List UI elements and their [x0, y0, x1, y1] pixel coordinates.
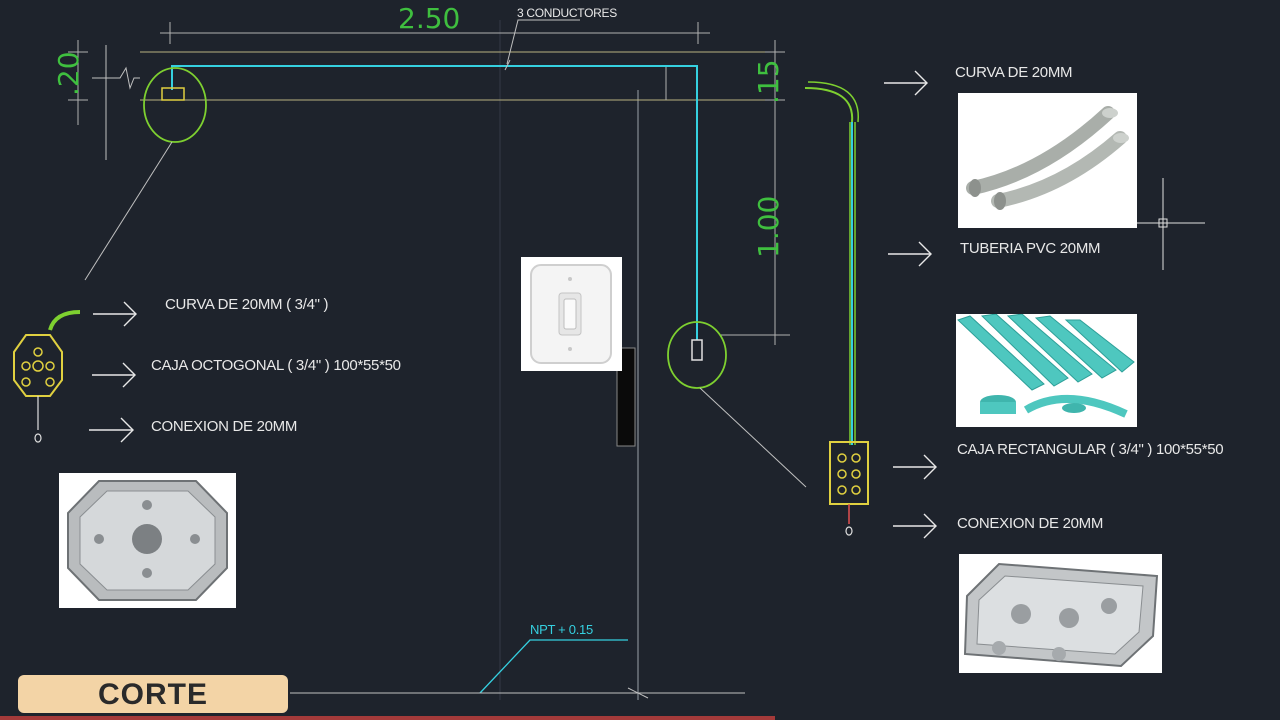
tuberia-photo	[956, 314, 1137, 427]
left-legend-conexion: CONEXION DE 20MM	[151, 418, 298, 435]
arrow-icon	[93, 301, 137, 327]
switch-box-callout	[667, 321, 727, 389]
right-legend-conexion: CONEXION DE 20MM	[957, 515, 1104, 532]
arrow-icon	[893, 513, 937, 539]
octagonal-box-symbol	[13, 334, 63, 397]
switch-plate-photo	[521, 257, 622, 371]
rectangular-box-photo	[959, 554, 1162, 673]
dim-vertical-right: 1.00	[752, 195, 785, 258]
right-legend-caja: CAJA RECTANGULAR ( 3/4" ) 100*55*50	[957, 441, 1224, 458]
right-elbow	[804, 87, 854, 123]
octagonal-box-callout	[143, 67, 207, 143]
npt-leader	[479, 639, 628, 694]
octagonal-box-photo	[59, 473, 236, 608]
npt-label: NPT + 0.15	[530, 622, 593, 637]
dim-vertical-right-top: .15	[752, 59, 785, 104]
left-legend-curva: CURVA DE 20MM ( 3/4" )	[165, 296, 329, 313]
bottom-accent-bar	[0, 716, 775, 720]
conduit-run	[171, 65, 698, 340]
arrow-icon	[92, 362, 136, 388]
right-legend-curva: CURVA DE 20MM	[955, 64, 1073, 81]
arrow-icon	[89, 417, 134, 443]
dim-horizontal: 2.50	[398, 2, 461, 35]
wall-section	[616, 347, 636, 447]
arrow-icon	[884, 70, 928, 96]
curva-photo	[958, 93, 1137, 228]
arrow-icon	[893, 454, 937, 480]
section-title-badge: CORTE	[18, 675, 288, 713]
right-legend-tuberia: TUBERIA PVC 20MM	[960, 240, 1101, 257]
rectangular-box-symbol	[829, 441, 869, 505]
conductores-label: 3 CONDUCTORES	[517, 6, 617, 20]
dim-vertical-left: .20	[52, 51, 85, 96]
left-legend-caja: CAJA OCTOGONAL ( 3/4" ) 100*55*50	[151, 357, 401, 374]
arrow-icon	[888, 241, 932, 267]
left-elbow	[48, 310, 81, 331]
